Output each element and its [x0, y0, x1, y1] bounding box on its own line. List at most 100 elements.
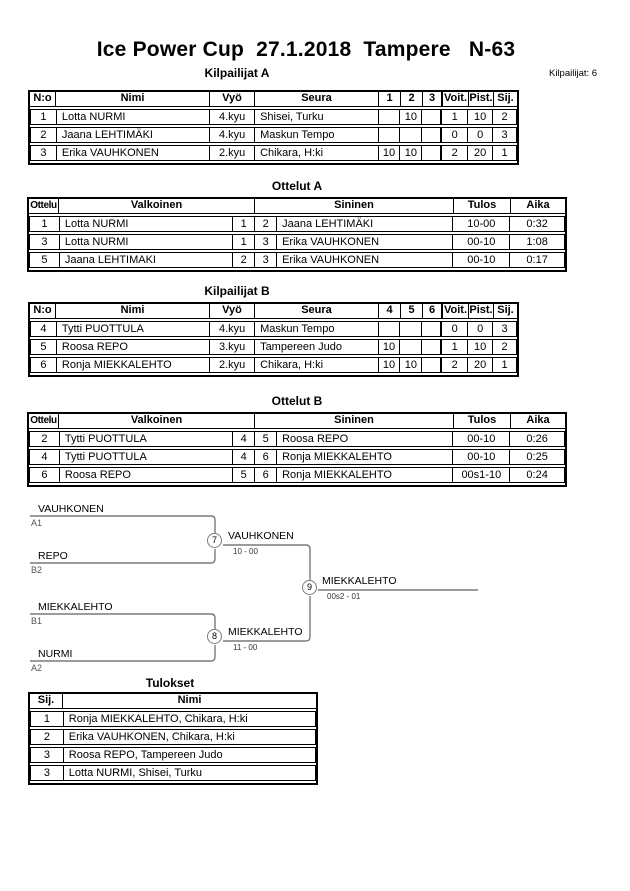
- cell: 10: [400, 110, 423, 124]
- col-header: 6: [428, 304, 436, 316]
- cell: Maskun Tempo: [255, 322, 379, 336]
- cell: 10: [379, 340, 401, 354]
- cell: Tampereen Judo: [255, 340, 379, 354]
- table-row: 2 Tytti PUOTTULA 4 5 Roosa REPO 00-10 0:…: [29, 431, 565, 447]
- table-row: 1 Lotta NURMI 1 2 Jaana LEHTIMÄKI 10-00 …: [29, 216, 565, 232]
- cell: Lotta NURMI, Shisei, Turku: [68, 767, 203, 779]
- col-header: 4: [379, 304, 401, 318]
- cell: Ronja MIEKKALEHTO: [57, 358, 211, 372]
- bracket-champion: MIEKKALEHTO: [322, 575, 397, 587]
- cell: 10: [468, 340, 494, 354]
- table-row: 4 Tytti PUOTTULA 4.kyu Maskun Tempo 0 0 …: [30, 321, 517, 337]
- cell: 1: [440, 110, 469, 124]
- matches-a-header-row: Ottelu Valkoinen Sininen Tulos Aika: [29, 199, 565, 214]
- col-header: Pist.: [469, 304, 494, 318]
- cell: 1: [31, 110, 57, 124]
- bracket-seed: A1: [31, 518, 43, 528]
- cell: [379, 128, 401, 142]
- col-header: Ottelu: [29, 199, 59, 213]
- col-header: Sininen: [255, 199, 454, 213]
- cell: 3: [255, 235, 278, 249]
- cell: [422, 128, 440, 142]
- cell: Tytti PUOTTULA: [60, 432, 234, 446]
- cell: [400, 340, 423, 354]
- table-row: 5 Jaana LEHTIMAKI 2 3 Erika VAUHKONEN 00…: [29, 252, 565, 268]
- cell: 4: [233, 432, 256, 446]
- cell: 4: [30, 450, 60, 464]
- cell: Erika VAUHKONEN, Chikara, H:ki: [68, 731, 235, 743]
- cell: Chikara, H:ki: [255, 358, 379, 372]
- col-header: Vyö: [210, 304, 255, 318]
- cell: [422, 322, 440, 336]
- cell: 10: [379, 146, 401, 160]
- pool-b-title: Kilpailijat B: [204, 284, 270, 298]
- cell: 0: [440, 128, 469, 142]
- cell: 10: [468, 110, 494, 124]
- cell: Ronja MIEKKALEHTO, Chikara, H:ki: [68, 713, 248, 725]
- cell: 10: [379, 358, 401, 372]
- cell: [422, 340, 440, 354]
- cell: [379, 110, 401, 124]
- cell: 1: [501, 147, 508, 159]
- bracket-lines: [30, 515, 478, 662]
- col-header: Sininen: [255, 414, 454, 428]
- cell: 2.kyu: [210, 358, 256, 372]
- cell: 0:17: [526, 254, 548, 266]
- table-row: 3 Lotta NURMI, Shisei, Turku: [30, 765, 316, 781]
- cell: 1:08: [526, 236, 548, 248]
- bracket-player: NURMI: [38, 648, 73, 660]
- cell: Lotta NURMI: [60, 217, 234, 231]
- cell: 2: [30, 432, 60, 446]
- cell: 6: [31, 358, 57, 372]
- table-row: 6 Ronja MIEKKALEHTO 2.kyu Chikara, H:ki …: [30, 357, 517, 373]
- matches-b-title: Ottelut B: [271, 394, 323, 408]
- col-header: Sij.: [497, 92, 514, 104]
- page-title: Ice Power Cup 27.1.2018 Tampere N-63: [96, 38, 516, 61]
- matches-a-title: Ottelut A: [271, 179, 323, 193]
- cell: Tytti PUOTTULA: [57, 322, 211, 336]
- cell: 2: [31, 128, 57, 142]
- cell: 5: [30, 253, 60, 267]
- cell: 2: [440, 358, 469, 372]
- cell: 4: [31, 322, 57, 336]
- cell: Shisei, Turku: [255, 110, 379, 124]
- cell: 4: [233, 450, 256, 464]
- pool-b-table: N:o Nimi Vyö Seura 4 5 6 Voit. Pist. Sij…: [28, 302, 519, 377]
- bracket-score: 11 - 00: [233, 643, 258, 652]
- cell: Roosa REPO, Tampereen Judo: [68, 749, 223, 761]
- cell: 20: [468, 358, 494, 372]
- col-header: 5: [401, 304, 423, 318]
- cell: 3: [255, 253, 278, 267]
- pool-a-title: Kilpailijat A: [204, 66, 270, 80]
- col-header: 1: [379, 92, 401, 106]
- table-row: 3 Lotta NURMI 1 3 Erika VAUHKONEN 00-10 …: [29, 234, 565, 250]
- matches-b-header-row: Ottelu Valkoinen Sininen Tulos Aika: [29, 414, 565, 429]
- matches-b-table: Ottelu Valkoinen Sininen Tulos Aika 2 Ty…: [27, 412, 567, 487]
- bracket-winner: MIEKKALEHTO: [228, 626, 303, 638]
- cell: 0:32: [526, 218, 548, 230]
- col-header: Seura: [255, 92, 379, 106]
- col-header: Seura: [255, 304, 379, 318]
- cell: 1: [233, 217, 256, 231]
- cell: 2: [501, 341, 508, 353]
- table-row: 3 Erika VAUHKONEN 2.kyu Chikara, H:ki 10…: [30, 145, 517, 161]
- cell: Ronja MIEKKALEHTO: [277, 468, 454, 482]
- col-header: Sij.: [497, 304, 514, 316]
- cell: Jaana LEHTIMÄKI: [57, 128, 211, 142]
- cell: [422, 146, 440, 160]
- pool-a-table: N:o Nimi Vyö Seura 1 2 3 Voit. Pist. Sij…: [28, 90, 519, 165]
- cell: 0:26: [526, 433, 548, 445]
- bracket-seed: B2: [31, 565, 43, 575]
- competitor-count: Kilpailijat: 6: [549, 68, 598, 79]
- cell: Jaana LEHTIMAKI: [60, 253, 234, 267]
- cell: 3: [30, 235, 60, 249]
- cell: [400, 322, 423, 336]
- cell: Roosa REPO: [60, 468, 234, 482]
- col-header: Valkoinen: [59, 414, 255, 428]
- table-row: 2 Erika VAUHKONEN, Chikara, H:ki: [30, 729, 316, 745]
- bracket-score: 00s2 - 01: [327, 592, 361, 601]
- table-row: 5 Roosa REPO 3.kyu Tampereen Judo 10 1 1…: [30, 339, 517, 355]
- cell: [422, 110, 440, 124]
- pool-a-header-row: N:o Nimi Vyö Seura 1 2 3 Voit. Pist. Sij…: [30, 92, 517, 107]
